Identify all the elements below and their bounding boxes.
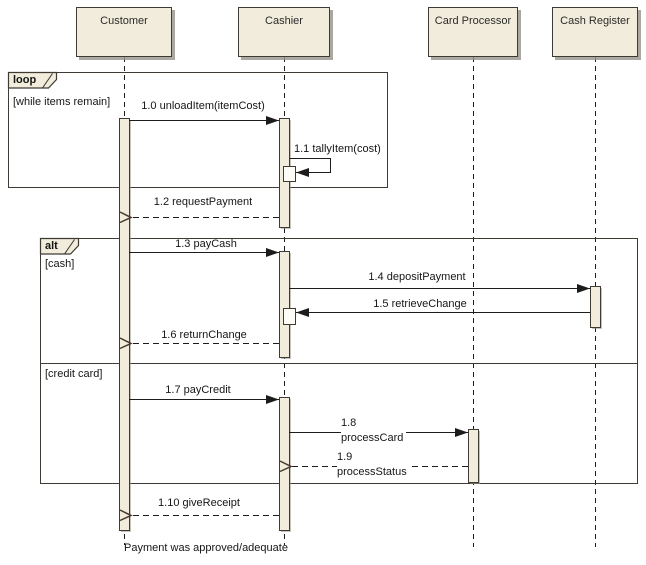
lifeline-head-card-processor[interactable]: Card Processor [428,7,518,57]
message-1-1-tallyItem-label-line: 1.1 tallyItem(cost) [294,143,381,155]
message-1-3-payCash-arrowhead [266,248,279,257]
loop-fragment-label: loop [13,74,37,86]
message-1-4-depositPayment-label-line: 1.4 depositPayment [368,271,466,283]
message-1-7-payCredit-label[interactable]: 1.7 payCredit [165,384,230,397]
message-1-8-processCard-label-line: processCard [341,432,404,444]
message-1-1-tallyItem-label[interactable]: 1.1 tallyItem(cost) [294,143,381,156]
alt-fragment-frame[interactable] [39,237,639,485]
message-1-3-payCash-label[interactable]: 1.3 payCash [175,238,237,251]
message-1-1-tallyItem-arrowhead [296,168,309,177]
message-1-7-payCredit-arrowhead [266,395,279,404]
message-1-0-unloadItem-label[interactable]: 1.0 unloadItem(itemCost) [141,100,265,113]
activation-customer[interactable] [119,118,130,531]
lifeline-head-cash-register-label: Cash Register [560,15,630,27]
message-1-9-processStatus-open-arrowhead [279,460,293,473]
activation-cash-register[interactable] [590,286,601,328]
lifeline-head-cashier[interactable]: Cashier [238,7,330,57]
loop-fragment-frame[interactable] [7,71,389,189]
message-1-6-returnChange-open-arrowhead [119,337,133,350]
lifeline-head-cashier-label: Cashier [265,15,303,27]
alt-fragment-tab-fold-line [64,239,75,255]
message-1-5-retrieveChange-arrowhead [296,308,309,317]
message-1-9-processStatus-label[interactable]: 1.9 processStatus [337,449,410,481]
activation-cashier-receive[interactable] [283,308,296,325]
alt-guard-cash: [cash] [45,258,75,270]
message-1-10-giveReceipt-open-arrowhead [119,509,133,522]
message-1-3-payCash-label-line: 1.3 payCash [175,238,237,250]
lifeline-head-customer[interactable]: Customer [76,7,172,57]
diagram-note[interactable]: Payment was approved/adequate [124,542,288,554]
message-1-2-requestPayment-label[interactable]: 1.2 requestPayment [154,196,252,209]
alt-fragment-tab[interactable] [39,237,80,255]
loop-fragment-tab[interactable] [7,71,58,89]
lifeline-head-card-processor-label: Card Processor [434,15,512,27]
alt-guard-credit-card: [credit card] [45,368,103,380]
lifeline-head-cash-register[interactable]: Cash Register [552,7,638,57]
activation-cashier-2[interactable] [279,251,290,358]
message-1-7-payCredit-label-line: 1.7 payCredit [165,384,231,396]
message-1-8-processCard-label[interactable]: 1.8 processCard [341,415,407,447]
alt-fragment-label: alt [45,240,58,252]
loop-fragment-guard: [while items remain] [13,96,111,108]
message-1-1-tallyItem-line[interactable] [290,157,332,174]
message-1-5-retrieveChange-label-line: 1.5 retrieveChange [373,298,467,310]
activation-cashier-self[interactable] [283,166,296,182]
message-1-4-depositPayment-label[interactable]: 1.4 depositPayment [368,271,465,284]
message-1-2-requestPayment-label-line: 1.2 requestPayment [153,196,253,208]
message-1-2-requestPayment-open-arrowhead [119,211,133,224]
message-1-9-processStatus-label-line: 1.9 [337,451,353,463]
message-1-6-returnChange-label-line: 1.6 returnChange [161,329,247,341]
message-1-4-depositPayment-arrowhead [577,284,590,293]
message-1-5-retrieveChange-label[interactable]: 1.5 retrieveChange [373,298,467,311]
message-1-8-processCard-arrowhead [455,428,468,437]
message-1-10-giveReceipt-label-line: 1.10 giveReceipt [158,497,240,509]
message-1-9-processStatus-label-line: processStatus [337,466,407,478]
message-1-10-giveReceipt-label[interactable]: 1.10 giveReceipt [158,497,240,510]
activation-card-processor[interactable] [468,429,479,483]
message-1-0-unloadItem-label-line: 1.0 unloadItem(itemCost) [141,100,265,112]
message-1-6-returnChange-label[interactable]: 1.6 returnChange [161,329,247,342]
loop-fragment-tab-fold-line [42,73,53,89]
message-1-0-unloadItem-arrowhead [266,116,279,125]
lifeline-head-customer-label: Customer [100,15,148,27]
message-1-8-processCard-label-line: 1.8 [341,417,357,429]
